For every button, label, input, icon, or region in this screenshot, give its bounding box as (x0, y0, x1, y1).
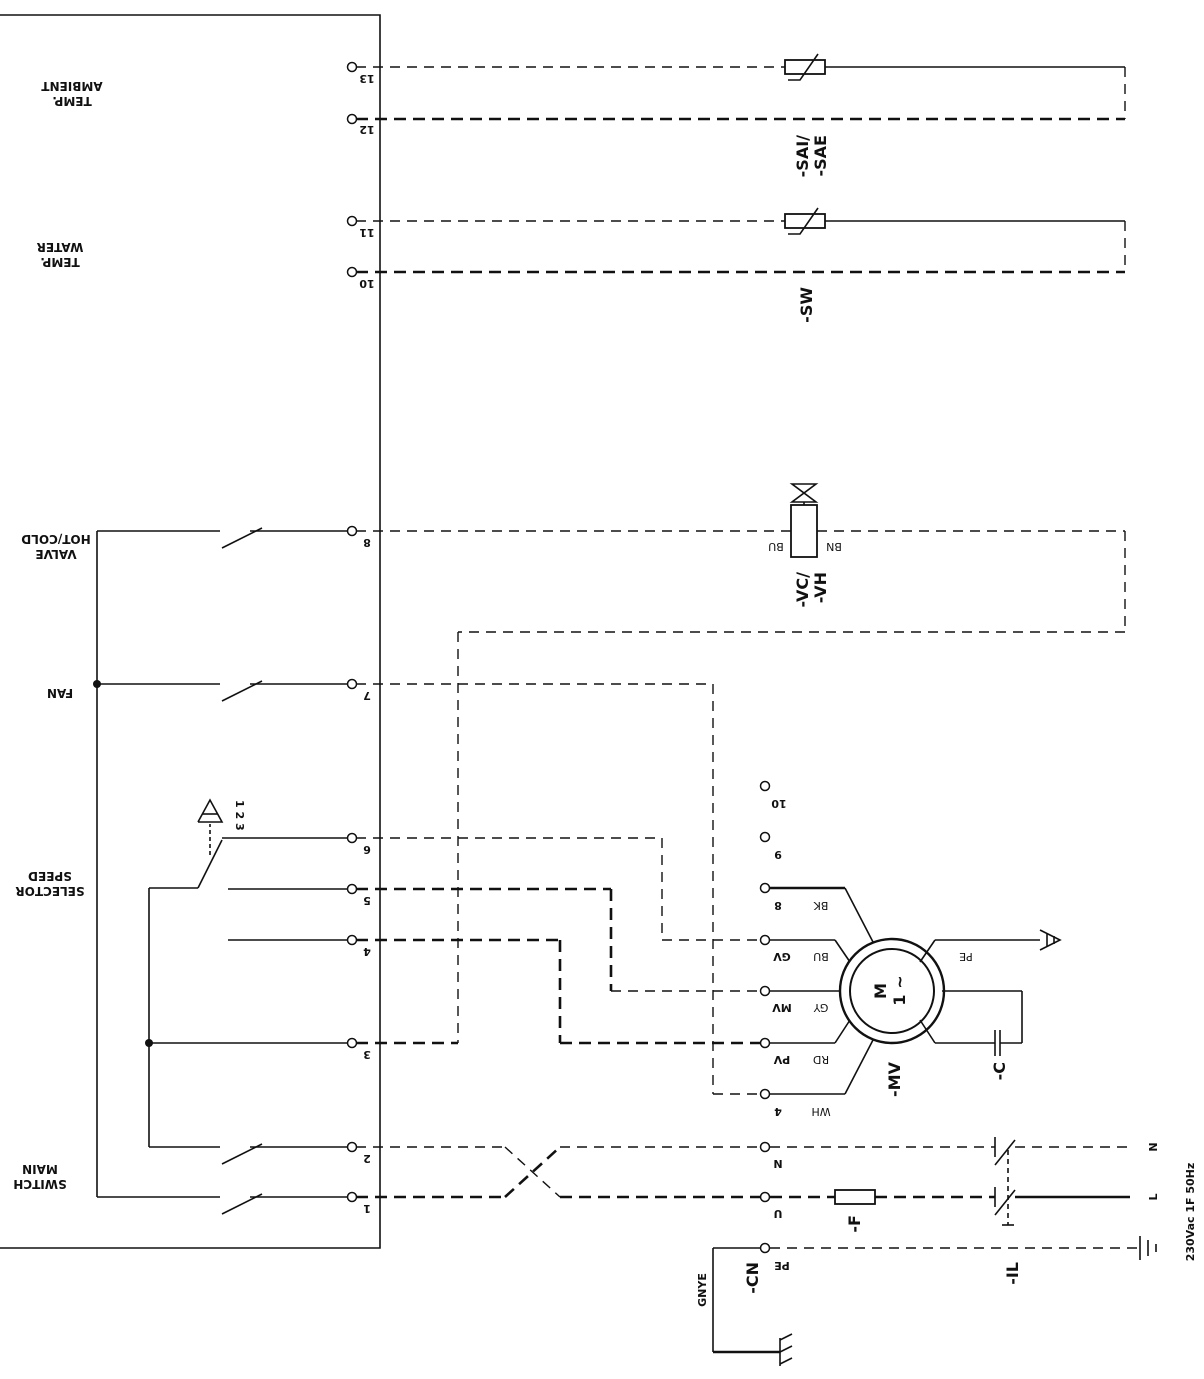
label-ambient-temp-1: AMBIENT (41, 79, 103, 93)
block-terminal-mv: MV (772, 1001, 792, 1014)
terminal-2: 2 (363, 1152, 371, 1165)
label-hot-cold-1: HOT/COLD (21, 532, 90, 546)
motor-wire-bk: BK (813, 899, 829, 912)
terminal-10: 10 (359, 277, 375, 290)
water-temp-sensor (356, 207, 1126, 274)
supply-l: L (1147, 1193, 1160, 1200)
sensor-tag-sai: -SAI/ (793, 135, 812, 178)
label-water-temp-2: TEMP. (40, 255, 79, 269)
label-speed-selector-1: SPEED (28, 869, 72, 883)
valve-tag-vh: -VH (811, 572, 830, 603)
hot-cold-valve (356, 483, 1126, 1045)
terminal-3: 3 (363, 1048, 371, 1061)
label-main-switch-2: SWITCH (13, 1177, 66, 1191)
capacitor-tag: -C (990, 1062, 1009, 1080)
terminal-12: 12 (359, 123, 374, 136)
valve-tag-vc: -VC/ (793, 572, 812, 608)
label-hot-cold-2: VALVE (35, 547, 76, 561)
valve-wire-bu: BU (768, 540, 784, 553)
label-fan: FAN (47, 686, 73, 700)
fan-wiring (356, 683, 760, 1095)
internal-wiring (93, 527, 352, 1215)
terminal-8: 8 (363, 536, 371, 549)
motor-wire-gy: GY (813, 1001, 828, 1014)
label-main-switch-1: MAIN (22, 1162, 58, 1176)
terminal-6: 6 (363, 843, 371, 856)
block-terminal-4: 4 (774, 1105, 782, 1118)
motor-wire-wh: WH (811, 1105, 830, 1118)
sensor-tag-sae: -SAE (811, 135, 830, 176)
controller-terminal-numbers: 13 12 11 10 8 7 6 5 4 3 2 1 (359, 72, 375, 1215)
block-terminal-pv: PV (773, 1053, 790, 1066)
fuse-tag: -F (845, 1215, 864, 1233)
terminal-1: 1 (363, 1202, 371, 1215)
label-speed-selector-2: SELECTOR (15, 884, 84, 898)
ground-wire-color: GNYE (696, 1273, 709, 1307)
motor-letter: M (871, 983, 890, 999)
motor-wire-pe: PE (959, 950, 973, 963)
block-terminal-pe: PE (774, 1259, 790, 1272)
motor-sine: ~ (890, 975, 909, 988)
terminal-7: 7 (363, 689, 371, 702)
terminal-13: 13 (359, 72, 374, 85)
supply-n: N (1147, 1142, 1160, 1151)
block-terminal-8: 8 (774, 899, 782, 912)
block-terminal-u: U (774, 1207, 783, 1220)
controller-terminals (346, 61, 358, 1203)
motor-symbol: M 1 ~ (871, 975, 909, 1005)
supply-labels: N L 230Vac 1F 50Hz (1147, 1142, 1197, 1261)
motor-terminal-block (759, 780, 771, 1254)
motor-terminal-labels: 10 9 8 GV MV PV 4 N U PE (771, 797, 792, 1272)
terminal-4: 4 (363, 945, 371, 958)
connector-tag: -CN (743, 1262, 762, 1294)
supply-wiring (356, 1137, 1157, 1366)
block-terminal-10: 10 (771, 797, 787, 810)
sensor-tag-sw: -SW (797, 287, 816, 323)
block-terminal-9: 9 (774, 848, 782, 861)
selector-positions: 1 2 3 (233, 800, 246, 831)
section-labels: AMBIENT TEMP. WATER TEMP. HOT/COLD VALVE… (13, 79, 102, 1191)
block-terminal-n: N (773, 1157, 782, 1170)
ambient-temp-sensor (356, 53, 1126, 121)
label-ambient-temp-2: TEMP. (52, 94, 91, 108)
terminal-11: 11 (359, 226, 374, 239)
supply-spec: 230Vac 1F 50Hz (1184, 1163, 1197, 1262)
motor-phase: 1 (890, 994, 909, 1005)
motor-tag: -MV (885, 1061, 904, 1097)
motor (770, 886, 1062, 1095)
motor-wire-rd: RD (813, 1053, 829, 1066)
motor-wire-bu: BU (813, 950, 829, 963)
controller-box (0, 14, 381, 1249)
motor-wire-labels: BK BU GY RD WH PE (811, 899, 972, 1118)
terminal-5: 5 (363, 894, 371, 907)
block-terminal-gv: GV (773, 950, 791, 963)
valve-wire-bn: BN (826, 540, 842, 553)
label-water-temp-1: WATER (37, 240, 84, 254)
isolator-tag: -IL (1003, 1262, 1022, 1285)
